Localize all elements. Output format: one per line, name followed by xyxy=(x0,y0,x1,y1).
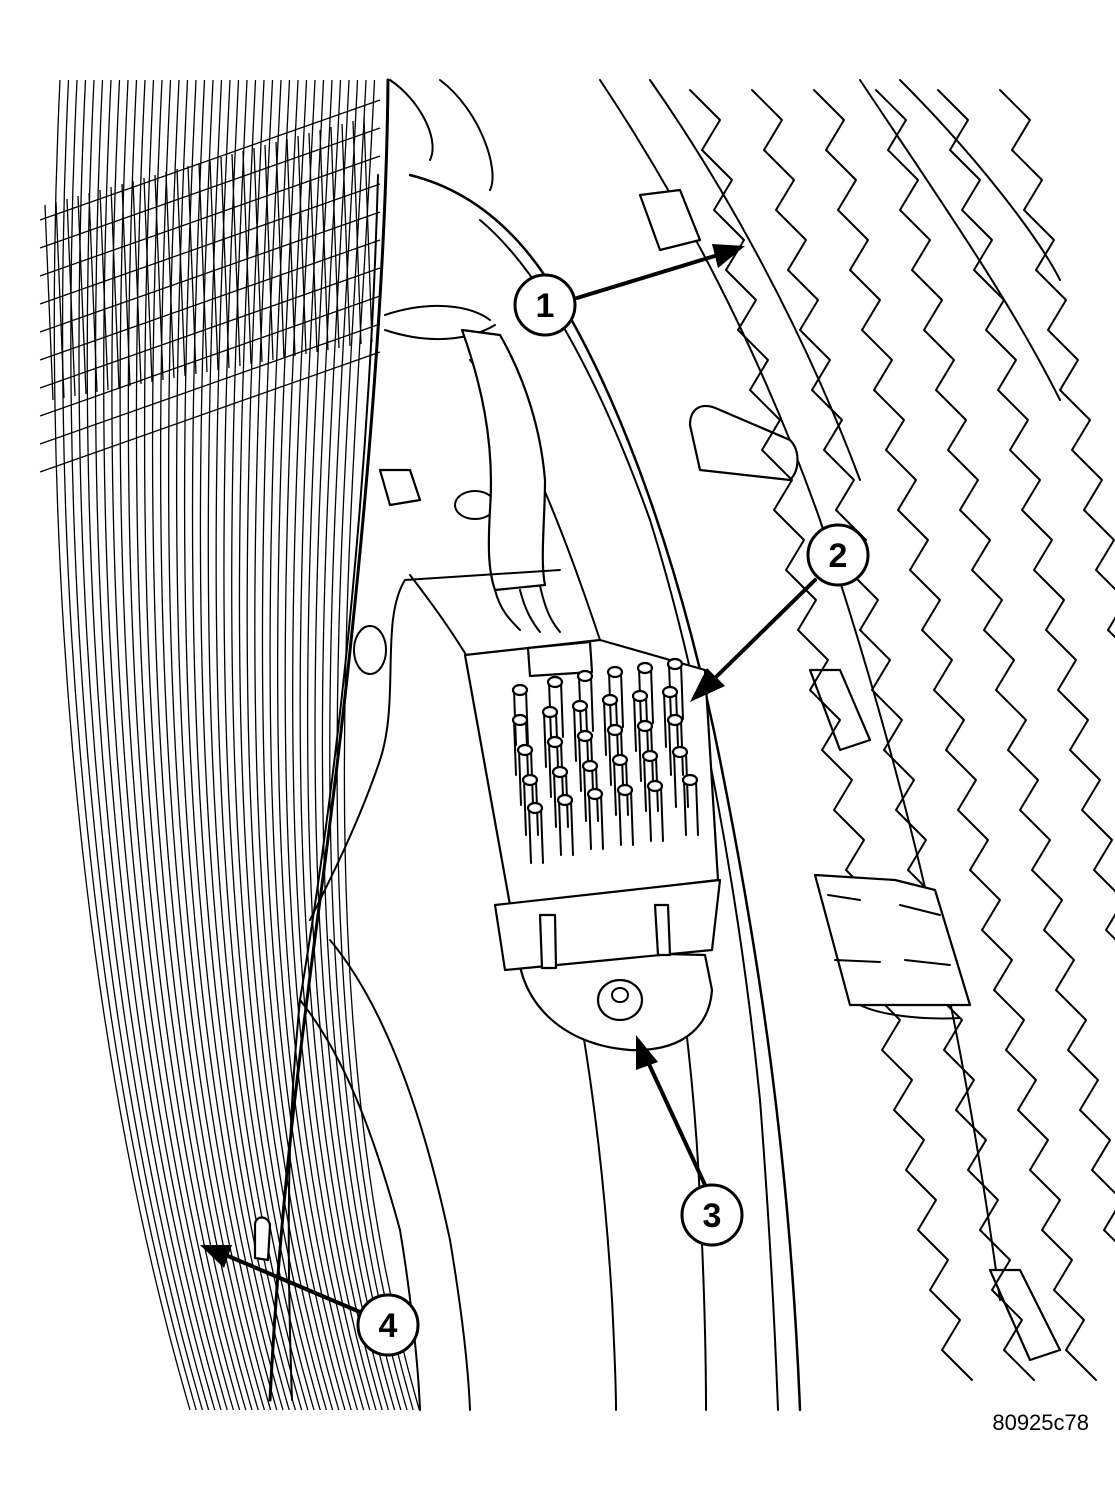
connector-pin xyxy=(636,661,654,724)
connector-pin xyxy=(576,669,594,732)
grille-mesh xyxy=(689,79,1115,1381)
connector-pin xyxy=(586,787,604,850)
connector-pin xyxy=(581,759,599,822)
connector-pin xyxy=(526,801,544,864)
diagnostic-connector xyxy=(463,638,722,1052)
callout-1-label: 1 xyxy=(536,287,555,325)
connector-pin xyxy=(606,723,624,786)
connector-pin xyxy=(681,773,699,836)
connector-pin xyxy=(571,699,589,762)
connector-pin xyxy=(661,685,679,748)
connector-pin xyxy=(556,793,574,856)
connector-pins xyxy=(511,657,699,864)
callout-1: 1 xyxy=(513,244,745,337)
connector-pin xyxy=(551,765,569,828)
callout-4: 4 xyxy=(200,1245,420,1357)
callout-4-label: 4 xyxy=(379,1307,398,1345)
figure-reference-id: 80925c78 xyxy=(992,1410,1089,1435)
wire-harness xyxy=(309,305,561,921)
connector-pin xyxy=(646,779,664,842)
connector-pin xyxy=(636,719,654,782)
side-clip xyxy=(813,873,972,1020)
callout-3: 3 xyxy=(636,1035,744,1247)
callout-3-label: 3 xyxy=(703,1197,722,1235)
connector-pin xyxy=(616,783,634,846)
connector-pin xyxy=(511,713,529,776)
support-bracket xyxy=(253,79,1062,1412)
callout-2-label: 2 xyxy=(829,537,848,575)
callout-2: 2 xyxy=(690,523,870,702)
